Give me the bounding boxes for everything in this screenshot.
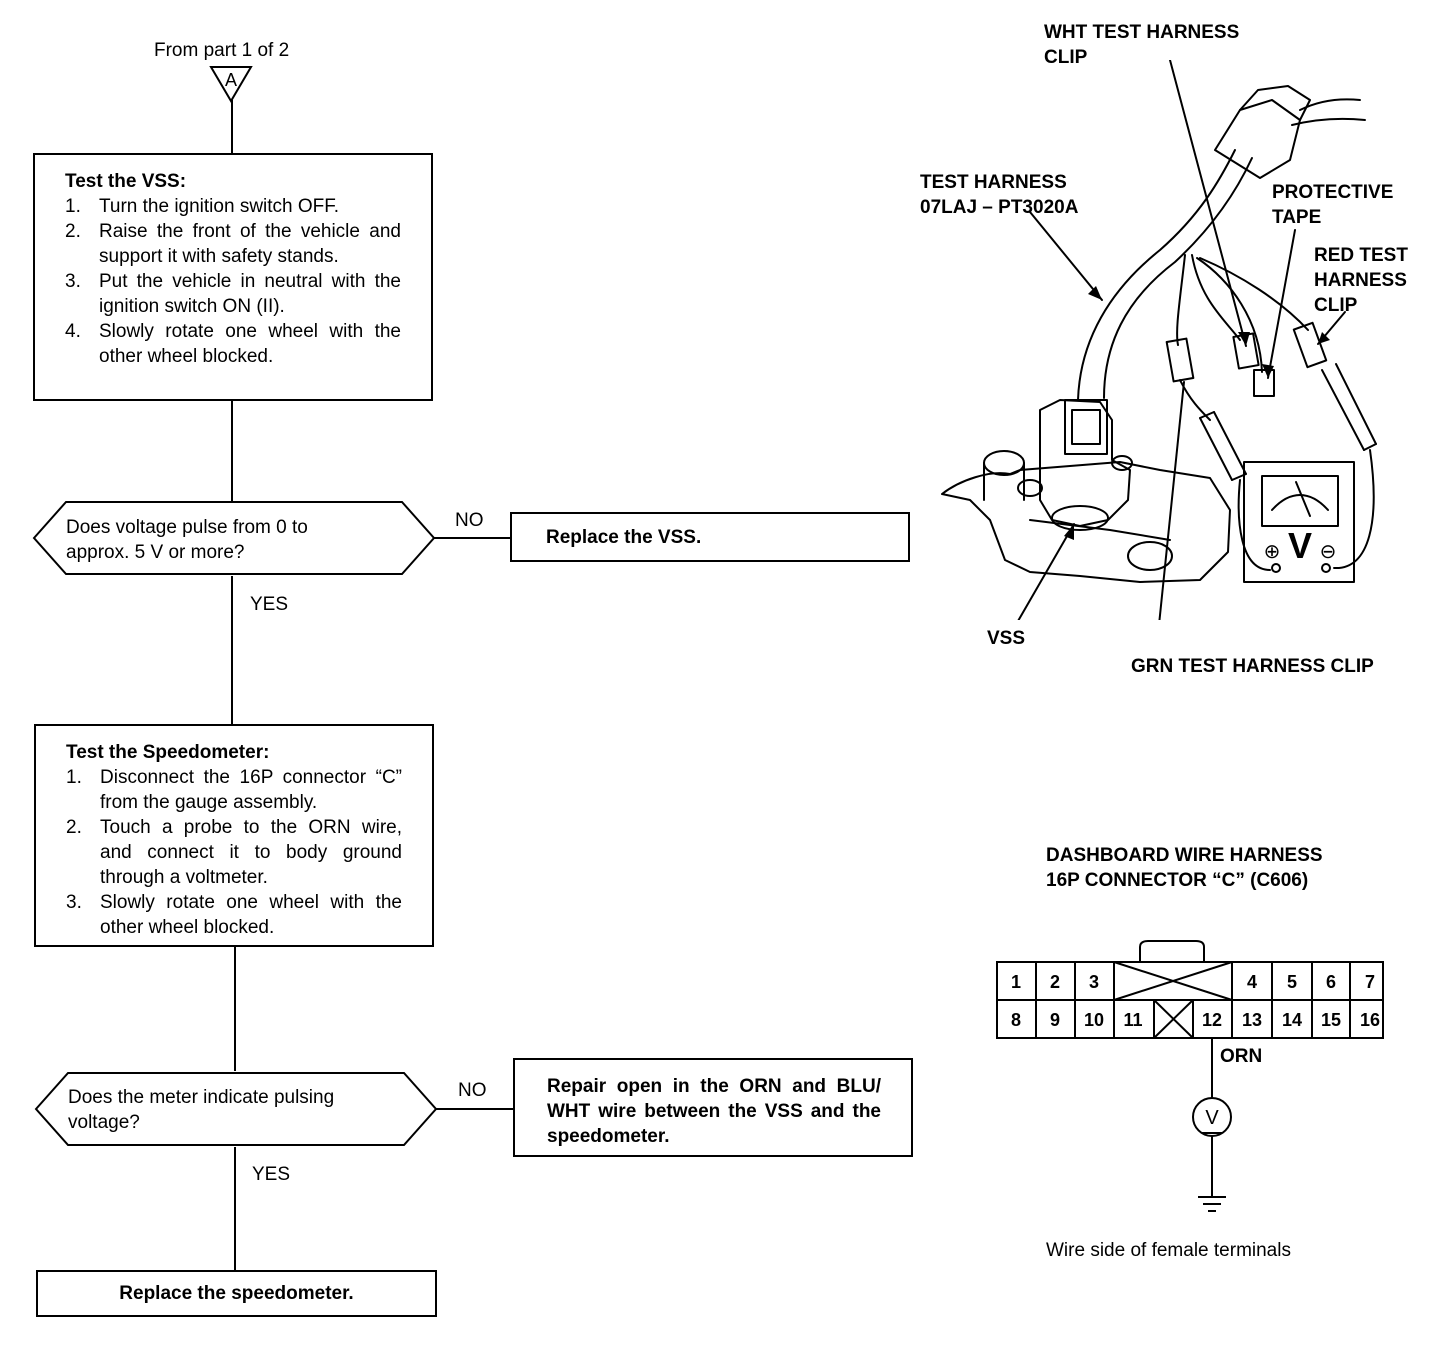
step-item: 3.Put the vehicle in neutral with the ig…: [65, 271, 401, 317]
meter-plus-icon: ⊕: [1264, 541, 1281, 563]
repair-box: Repair open in the ORN and BLU/ WHT wire…: [513, 1058, 913, 1157]
connector-title-1: DASHBOARD WIRE HARNESS: [1046, 845, 1323, 866]
voltmeter-icon: V: [1205, 1107, 1219, 1129]
pin-10: 10: [1083, 1009, 1105, 1030]
connector-line: [234, 947, 236, 1071]
label-vss: VSS: [987, 628, 1026, 649]
pin-3: 3: [1088, 971, 1099, 992]
pin-5: 5: [1286, 971, 1297, 992]
connector-title-2: 16P CONNECTOR “C” (C606): [1046, 870, 1309, 891]
step-item: 4.Slowly rotate one wheel with the other…: [65, 321, 401, 367]
meter-minus-icon: ⊖: [1320, 541, 1337, 563]
test-speedometer-steps: 1.Disconnect the 16P connector “C” from …: [66, 765, 402, 940]
orn-wire-label: ORN: [1220, 1046, 1263, 1067]
replace-speedometer-text: Replace the speedometer.: [119, 1283, 354, 1304]
pin-6: 6: [1325, 971, 1336, 992]
test-vss-box: Test the VSS: 1.Turn the ignition switch…: [33, 153, 433, 401]
entry-marker: A: [209, 66, 253, 103]
decision-1-no: NO: [455, 510, 484, 531]
test-vss-title: Test the VSS:: [65, 171, 187, 192]
step-item: 2.Touch a probe to the ORN wire, and con…: [66, 817, 402, 888]
connector-line: [231, 100, 233, 153]
decision-2-yes: YES: [252, 1164, 291, 1185]
test-vss-steps: 1.Turn the ignition switch OFF. 2.Raise …: [65, 194, 401, 369]
entry-label: From part 1 of 2: [154, 40, 290, 61]
connector-line: [231, 401, 233, 501]
label-protective-tape: PROTECTIVE TAPE: [1272, 182, 1394, 228]
decision-2-no: NO: [458, 1080, 487, 1101]
label-wht-clip: WHT TEST HARNESS CLIP: [1044, 22, 1240, 68]
pin-4: 4: [1246, 971, 1257, 992]
decision-2-question: Does the meter indicate pulsing voltage?: [68, 1087, 335, 1133]
pin-2: 2: [1049, 971, 1060, 992]
decision-1-question: Does voltage pulse from 0 to approx. 5 V…: [66, 517, 308, 563]
pin-14: 14: [1281, 1009, 1303, 1030]
pin-12: 12: [1201, 1009, 1223, 1030]
repair-text: Repair open in the ORN and BLU/ WHT wire…: [547, 1076, 881, 1147]
svg-text:A: A: [225, 70, 237, 90]
pin-9: 9: [1049, 1009, 1060, 1030]
no-line: [434, 537, 511, 539]
pin-13: 13: [1241, 1009, 1263, 1030]
connector-line: [231, 576, 233, 724]
label-red-clip: RED TEST HARNESS CLIP: [1314, 245, 1408, 316]
test-speedometer-title: Test the Speedometer:: [66, 742, 270, 763]
pin-8: 8: [1010, 1009, 1021, 1030]
vss-test-illustration: V ⊕ ⊖: [941, 60, 1377, 620]
label-grn-clip: GRN TEST HARNESS CLIP: [1131, 656, 1374, 677]
step-item: 2.Raise the front of the vehicle and sup…: [65, 221, 401, 267]
replace-vss-box: Replace the VSS.: [510, 512, 910, 562]
connector-line: [234, 1147, 236, 1270]
pin-16: 16: [1359, 1009, 1381, 1030]
label-test-harness: TEST HARNESS 07LAJ – PT3020A: [920, 172, 1079, 218]
replace-vss-text: Replace the VSS.: [546, 526, 702, 548]
step-item: 1.Turn the ignition switch OFF.: [65, 196, 340, 217]
no-line: [436, 1108, 514, 1110]
decision-1-yes: YES: [250, 594, 289, 615]
step-item: 3.Slowly rotate one wheel with the other…: [66, 892, 402, 938]
step-item: 1.Disconnect the 16P connector “C” from …: [66, 767, 402, 813]
connector-caption: Wire side of female terminals: [1046, 1240, 1291, 1261]
meter-v-icon: V: [1288, 525, 1312, 566]
pin-11: 11: [1123, 1009, 1143, 1030]
replace-speedometer-box: Replace the speedometer.: [36, 1270, 437, 1317]
test-speedometer-box: Test the Speedometer: 1.Disconnect the 1…: [34, 724, 434, 947]
pin-15: 15: [1320, 1009, 1342, 1030]
pin-7: 7: [1364, 971, 1375, 992]
connector-16p-outline: V: [996, 940, 1384, 1212]
pin-1: 1: [1010, 971, 1021, 992]
